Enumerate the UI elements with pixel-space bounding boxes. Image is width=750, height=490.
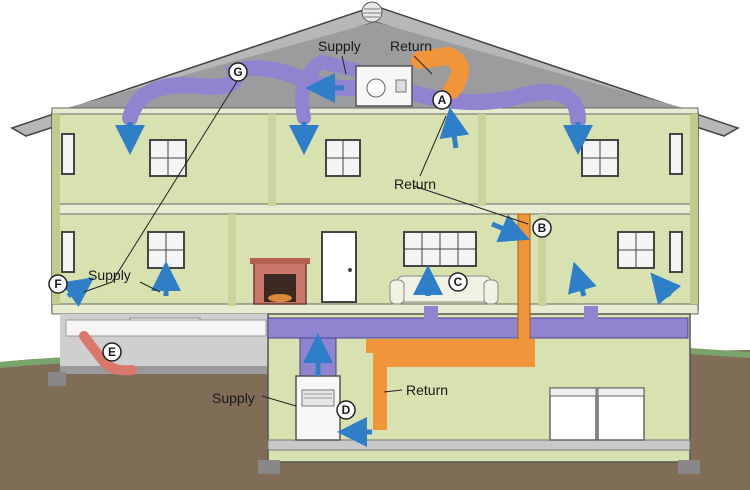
svg-text:F: F: [54, 277, 61, 291]
svg-text:A: A: [438, 93, 447, 107]
attic-vent-icon: [361, 1, 383, 23]
floor-joist-main: [51, 303, 699, 315]
label-return-mid: Return: [394, 176, 436, 192]
wall-main-left: [228, 214, 236, 306]
window-main-center: [403, 231, 477, 267]
window-upper-left: [149, 139, 187, 177]
air-flow-arrows: [61, 73, 682, 447]
label-return-basement: Return: [406, 382, 448, 398]
leader-lines: [83, 55, 529, 407]
ceiling-line: [51, 107, 699, 115]
crawlspace-duct: [65, 319, 267, 337]
footing-right: [678, 460, 700, 474]
window-side-upper-right: [669, 133, 683, 175]
footing-left: [48, 372, 66, 386]
svg-text:B: B: [538, 221, 547, 235]
svg-text:E: E: [108, 345, 116, 359]
floor-joist-upper: [51, 203, 699, 215]
return-trunk: [366, 339, 535, 430]
main-supply-trunk: [267, 317, 689, 339]
callout-b: B: [532, 218, 552, 238]
floor-boot-c: [424, 306, 438, 328]
basement-slab: [267, 439, 691, 451]
crawlspace-floor: [60, 366, 268, 374]
window-main-left: [147, 231, 185, 269]
floor-boot-right: [584, 306, 598, 328]
wall-upper-left: [268, 114, 276, 206]
door: [321, 231, 357, 303]
callout-f: F: [48, 274, 68, 294]
right-edge-wall: [690, 114, 698, 304]
callout-e: E: [102, 342, 122, 362]
left-edge-wall: [52, 114, 60, 304]
sofa: [389, 275, 499, 305]
fireplace: [250, 258, 310, 305]
label-supply-basement: Supply: [212, 390, 255, 406]
label-supply-attic: Supply: [318, 38, 361, 54]
wall-upper-right: [478, 114, 486, 206]
furnace: [295, 375, 341, 441]
label-return-attic: Return: [390, 38, 432, 54]
dryer: [597, 387, 645, 441]
footing-mid: [258, 460, 280, 474]
window-side-main-left: [61, 231, 75, 273]
svg-text:D: D: [342, 403, 351, 417]
window-upper-right: [581, 139, 619, 177]
svg-text:G: G: [233, 65, 242, 79]
label-supply-second: Supply: [88, 267, 131, 283]
svg-text:C: C: [454, 275, 463, 289]
callout-g: G: [228, 62, 248, 82]
window-side-upper-left: [61, 133, 75, 175]
washer: [549, 387, 597, 441]
callout-c: C: [448, 272, 468, 292]
attic-air-handler: [355, 65, 413, 107]
flex-duct-e: [79, 331, 137, 376]
wall-main-right: [538, 214, 546, 306]
callout-a: A: [432, 90, 452, 110]
window-side-main-right: [669, 231, 683, 273]
window-upper-mid: [325, 139, 361, 177]
grass-right: [690, 348, 750, 358]
window-main-right: [617, 231, 655, 269]
return-chase: [517, 213, 531, 349]
callout-d: D: [336, 400, 356, 420]
attic-return-elbow: [411, 46, 469, 99]
